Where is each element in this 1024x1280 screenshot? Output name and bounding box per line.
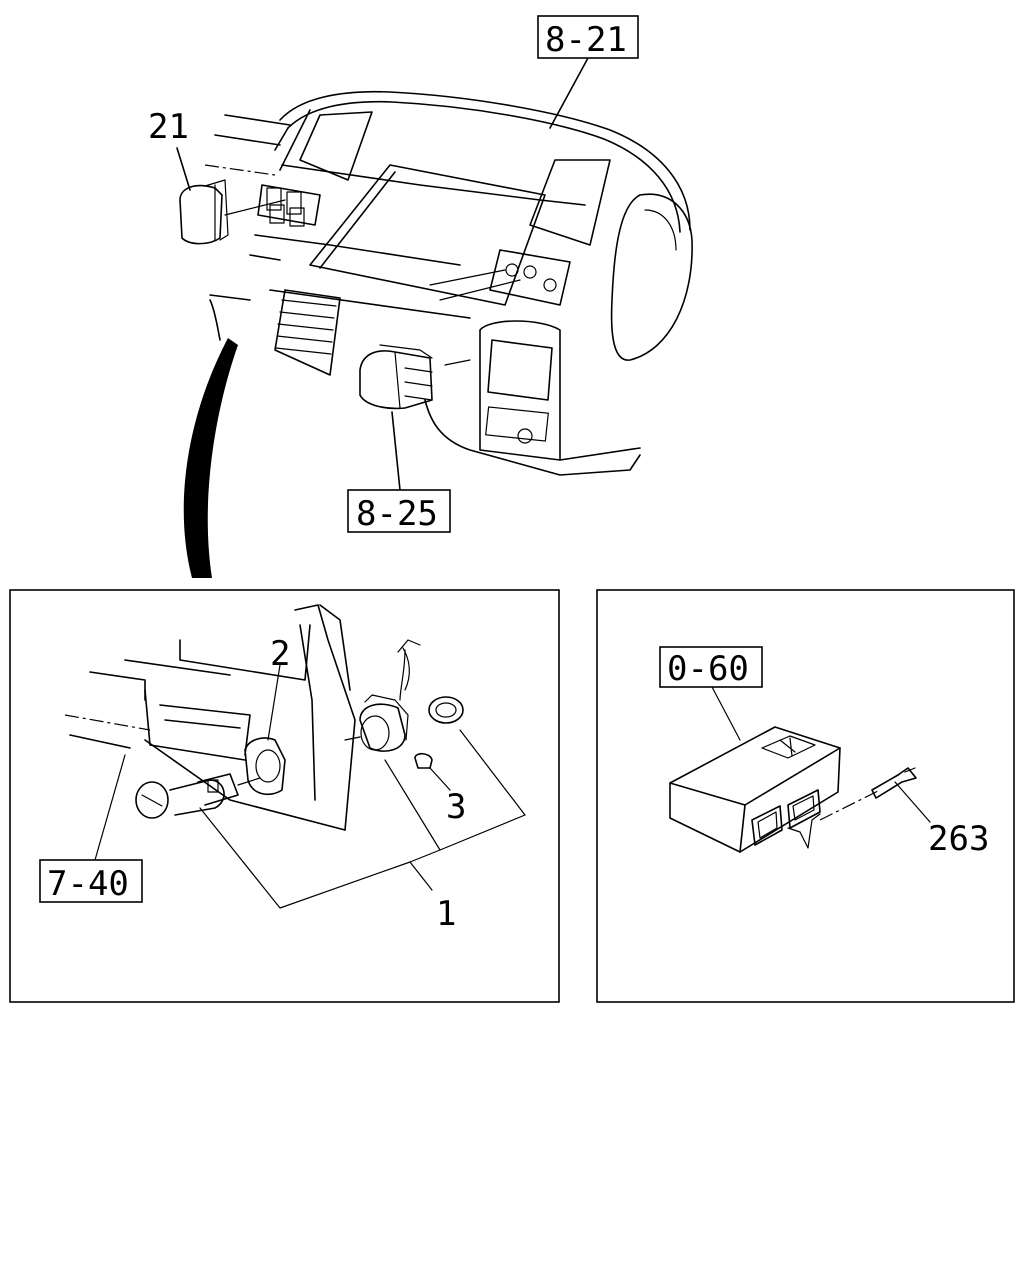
- ref-label-8-25: 8-25: [356, 494, 438, 534]
- ref-label-7-40: 7-40: [47, 864, 129, 904]
- ref-box-7-40: [39, 859, 143, 903]
- part-label-21: 21: [148, 107, 189, 147]
- part-label-1: 1: [436, 894, 456, 934]
- control-unit-drawing: [669, 686, 931, 853]
- part-label-2: 2: [270, 634, 290, 674]
- ref-label-0-60: 0-60: [667, 649, 749, 689]
- leader-8-21: [549, 57, 589, 129]
- switch-8-25-drawing: [359, 344, 433, 410]
- detail-callout-arrow: [183, 338, 238, 578]
- ref-box-8-25: [347, 489, 451, 533]
- leader-8-25: [391, 411, 401, 491]
- switch-21-drawing: [179, 179, 229, 245]
- ref-box-8-21: [537, 15, 639, 59]
- lighter-detail-drawing: [64, 604, 526, 909]
- part-label-263: 263: [928, 819, 989, 859]
- instrument-panel-drawing: [204, 90, 693, 476]
- ref-box-0-60: [659, 646, 763, 688]
- ref-label-8-21: 8-21: [545, 20, 627, 60]
- part-label-3: 3: [446, 787, 466, 827]
- detail-panel-left: [9, 589, 560, 1003]
- leader-21: [176, 147, 191, 191]
